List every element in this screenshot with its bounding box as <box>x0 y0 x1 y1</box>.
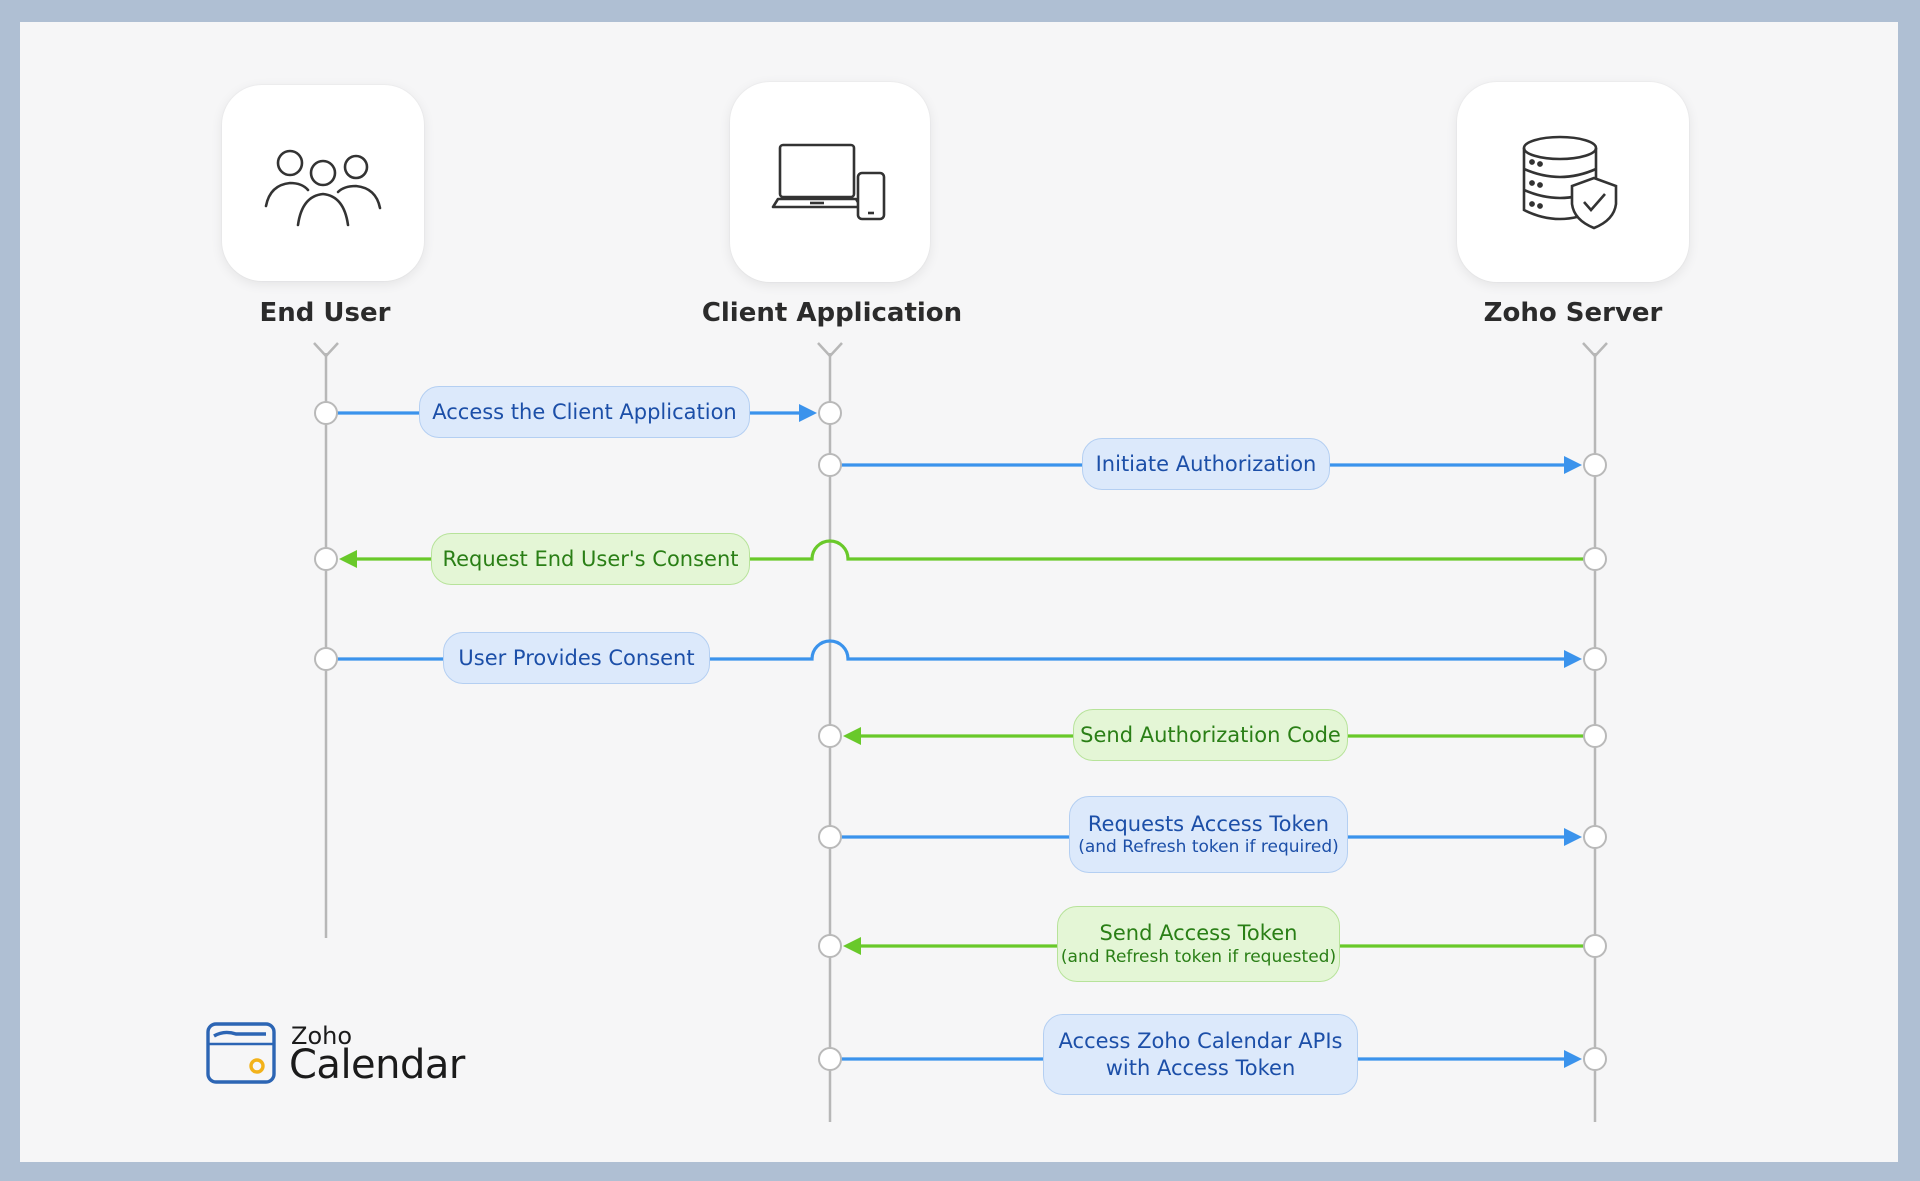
actor-card-end-user <box>222 85 424 281</box>
message-sublabel: (and Refresh token if requested) <box>1060 946 1337 967</box>
actor-label-zoho-server: Zoho Server <box>1483 298 1663 328</box>
message-start-node <box>818 1047 842 1071</box>
message-label: User Provides Consent <box>458 645 695 670</box>
message-start-node <box>818 453 842 477</box>
arrowhead-icon <box>1564 650 1582 668</box>
message-label: Initiate Authorization <box>1095 451 1317 476</box>
zoho-calendar-logo <box>206 1022 276 1084</box>
message-initiate-authorization: Initiate Authorization <box>1082 438 1330 490</box>
message-arrow-line <box>357 539 1584 561</box>
arrowhead-icon <box>1564 1050 1582 1068</box>
arrowhead-icon <box>1564 456 1582 474</box>
message-end-node <box>314 547 338 571</box>
message-end-node <box>1583 1047 1607 1071</box>
arrowhead-icon <box>843 727 861 745</box>
message-label: Request End User's Consent <box>442 546 739 571</box>
message-user-provides-consent: User Provides Consent <box>443 632 710 684</box>
message-send-access-token: Send Access Token (and Refresh token if … <box>1057 906 1340 982</box>
message-end-node <box>818 934 842 958</box>
message-label: Send Access Token <box>1099 921 1298 946</box>
message-start-node <box>314 401 338 425</box>
arrowhead-icon <box>339 550 357 568</box>
message-label: Requests Access Token <box>1087 811 1330 836</box>
message-end-node <box>818 401 842 425</box>
message-label: Access the Client Application <box>432 399 737 424</box>
message-requests-access-token: Requests Access Token (and Refresh token… <box>1069 796 1348 873</box>
message-start-node <box>1583 934 1607 958</box>
lifeline-head-client-application <box>817 342 843 358</box>
message-send-authorization-code: Send Authorization Code <box>1073 709 1348 761</box>
arrowhead-icon <box>843 937 861 955</box>
actor-card-client-application <box>730 82 930 282</box>
logo-brand-text: Zoho <box>291 1022 353 1050</box>
actor-label-end-user: End User <box>259 298 391 328</box>
message-start-node <box>314 647 338 671</box>
message-label: Send Authorization Code <box>1080 722 1341 747</box>
message-start-node <box>818 825 842 849</box>
message-end-node <box>1583 647 1607 671</box>
message-access-zoho-calendar-apis: Access Zoho Calendar APIs with Access To… <box>1043 1014 1358 1095</box>
logo-product-text: Calendar <box>289 1042 465 1088</box>
message-arrow-line <box>337 639 1564 661</box>
lifeline-head-zoho-server <box>1582 342 1608 358</box>
actor-card-zoho-server <box>1457 82 1689 282</box>
actor-label-client-application: Client Application <box>701 298 963 328</box>
message-end-node <box>818 724 842 748</box>
message-label: Access Zoho Calendar APIs <box>1058 1029 1343 1054</box>
database-shield-icon <box>1522 135 1618 230</box>
message-request-consent: Request End User's Consent <box>431 533 750 585</box>
arrowhead-icon <box>1564 828 1582 846</box>
arrowhead-icon <box>799 404 817 422</box>
message-sublabel: with Access Token <box>1105 1055 1296 1080</box>
message-sublabel: (and Refresh token if required) <box>1078 837 1339 857</box>
message-start-node <box>1583 547 1607 571</box>
devices-icon <box>771 143 886 221</box>
lifeline-head-end-user <box>313 342 339 358</box>
message-access-client-application: Access the Client Application <box>419 386 750 438</box>
message-end-node <box>1583 825 1607 849</box>
message-end-node <box>1583 453 1607 477</box>
message-start-node <box>1583 724 1607 748</box>
users-icon <box>264 149 382 227</box>
